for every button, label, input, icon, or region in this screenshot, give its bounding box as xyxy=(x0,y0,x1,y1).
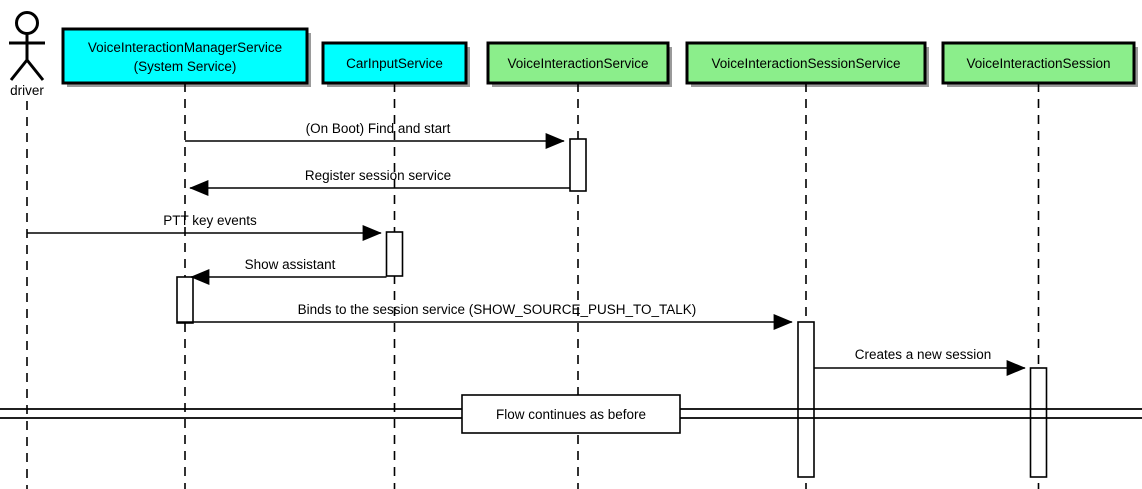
message-label: Show assistant xyxy=(245,257,336,272)
participant-box[interactable] xyxy=(685,41,927,85)
participant-box[interactable] xyxy=(61,27,309,85)
activation-bar-vsession xyxy=(1029,367,1048,478)
participant-box[interactable] xyxy=(486,41,670,85)
activation-bar-cis xyxy=(385,231,404,277)
participant-label: CarInputService xyxy=(346,56,443,71)
stick-figure-actor-icon xyxy=(9,11,45,81)
message-register-session-service[interactable]: Register session service xyxy=(189,168,570,196)
message-label: PTT key events xyxy=(163,213,257,228)
message-label: Creates a new session xyxy=(855,347,992,362)
divider-note-box xyxy=(461,394,681,434)
participant-box[interactable] xyxy=(321,41,468,85)
participant-label-line2: (System Service) xyxy=(134,59,237,74)
message-show-assistant[interactable]: Show assistant xyxy=(190,257,387,285)
activation-bar-vis xyxy=(569,138,587,192)
message-label: Binds to the session service (SHOW_SOURC… xyxy=(298,302,697,317)
participant-label: VoiceInteractionSession xyxy=(966,56,1110,71)
participant-cis[interactable]: CarInputService xyxy=(321,41,470,87)
participant-box[interactable] xyxy=(941,41,1136,85)
participant-label: VoiceInteractionSessionService xyxy=(711,56,900,71)
activation-bar-viss xyxy=(797,321,815,478)
message-binds-to-session-service[interactable]: Binds to the session service (SHOW_SOURC… xyxy=(177,302,793,330)
message-creates-a-new-session[interactable]: Creates a new session xyxy=(814,347,1026,376)
participant-label: VoiceInteractionService xyxy=(507,56,648,71)
actor-label: driver xyxy=(10,83,44,98)
message-ptt-key-events[interactable]: PTT key events xyxy=(27,213,382,241)
activation-bar-vims xyxy=(176,276,194,324)
flow-divider: Flow continues as before xyxy=(0,394,1142,434)
message-label: Register session service xyxy=(305,168,451,183)
actor-driver[interactable]: driver xyxy=(9,11,45,99)
participant-vims[interactable]: VoiceInteractionManagerService (System S… xyxy=(61,27,311,87)
participant-viss[interactable]: VoiceInteractionSessionService xyxy=(685,41,929,87)
message-on-boot-find-and-start[interactable]: (On Boot) Find and start xyxy=(185,121,565,149)
participant-vsession[interactable]: VoiceInteractionSession xyxy=(941,41,1138,87)
participant-vis[interactable]: VoiceInteractionService xyxy=(486,41,672,87)
participant-label-line1: VoiceInteractionManagerService xyxy=(88,40,282,55)
message-label: (On Boot) Find and start xyxy=(306,121,451,136)
divider-note-label: Flow continues as before xyxy=(496,407,646,422)
